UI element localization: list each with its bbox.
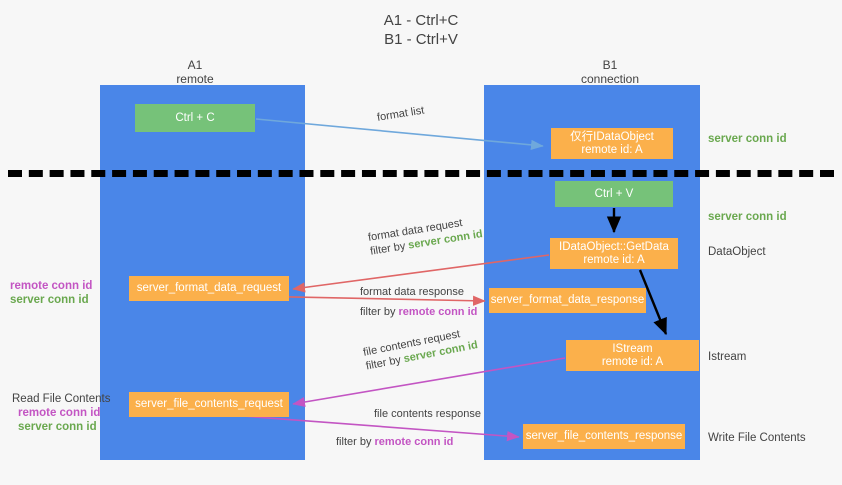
lane-a1-name: A1 (187, 58, 203, 72)
annotation-read-file-contents-group: Read File Contents remote conn id server… (12, 392, 110, 434)
node-idataobject-remote-id: remote id: A (581, 143, 643, 156)
node-server-format-data-response[interactable]: server_format_data_response (489, 288, 646, 313)
node-getdata-label: IDataObject::GetData (559, 240, 669, 253)
node-idataobject-label: 仅行IDataObject (570, 130, 654, 143)
caption-format-data-response-filter: filter by remote conn id (360, 305, 477, 319)
annotation-write-file-contents: Write File Contents (708, 432, 806, 444)
annotation-conn-ids-upper: remote conn id server conn id (10, 279, 92, 307)
node-server-file-contents-request[interactable]: server_file_contents_request (129, 392, 289, 417)
lane-header-b1: B1 connection (520, 58, 700, 86)
filter-prefix: filter by (360, 306, 399, 318)
filter-value-remote-conn-id: remote conn id (398, 306, 478, 318)
node-server-format-data-request[interactable]: server_format_data_request (129, 276, 289, 301)
caption-file-contents-response-text: file contents response (374, 408, 482, 420)
node-server-format-data-response-label: server_format_data_response (490, 294, 645, 306)
node-istream-remote-id: remote id: A (601, 355, 664, 368)
caption-format-list: format list (376, 104, 425, 125)
annotation-read-file-contents: Read File Contents (12, 393, 111, 405)
node-ctrl-v[interactable]: Ctrl + V (555, 181, 673, 207)
caption-file-contents-request: file contents request filter by server c… (362, 324, 479, 373)
node-server-format-data-request-label: server_format_data_request (136, 282, 282, 294)
annotation-server-conn-id: server conn id (18, 421, 97, 433)
caption-format-list-text: format list (376, 104, 426, 124)
annotation-istream: Istream (708, 351, 747, 363)
node-ctrl-v-label: Ctrl + V (594, 187, 634, 200)
node-ctrl-c[interactable]: Ctrl + C (135, 104, 255, 132)
page-title: A1 - Ctrl+C B1 - Ctrl+V (0, 11, 842, 49)
caption-format-data-request: format data request filter by server con… (367, 213, 484, 258)
annotation-server-conn-id-mid: server conn id (708, 211, 787, 223)
node-istream-label: IStream (612, 342, 653, 355)
caption-file-contents-response: file contents response filter by remote … (336, 407, 482, 449)
title-line-2: B1 - Ctrl+V (384, 31, 458, 48)
node-ctrl-c-label: Ctrl + C (175, 111, 215, 124)
node-istream[interactable]: IStream remote id: A (566, 340, 699, 371)
annotation-server-conn-id: server conn id (10, 294, 89, 306)
lane-header-a1: A1 remote (120, 58, 270, 86)
lane-a1-role: remote (176, 72, 214, 86)
node-idataobject-getdata[interactable]: IDataObject::GetData remote id: A (550, 238, 678, 269)
annotation-dataobject: DataObject (708, 246, 766, 258)
annotation-remote-conn-id: remote conn id (18, 407, 101, 419)
caption-file-contents-response-filter: filter by remote conn id (336, 435, 481, 449)
node-server-file-contents-response-label: server_file_contents_response (525, 430, 683, 442)
annotation-remote-conn-id: remote conn id (10, 280, 93, 292)
lane-b1-name: B1 (602, 58, 618, 72)
node-server-file-contents-response[interactable]: server_file_contents_response (523, 424, 685, 449)
annotation-server-conn-id-top: server conn id (708, 133, 787, 145)
title-line-1: A1 - Ctrl+C (383, 12, 459, 29)
node-server-file-contents-request-label: server_file_contents_request (135, 398, 283, 410)
lane-b1-role: connection (580, 72, 640, 86)
node-idataobject[interactable]: 仅行IDataObject remote id: A (551, 128, 673, 159)
node-getdata-remote-id: remote id: A (583, 253, 645, 266)
filter-prefix: filter by (336, 436, 375, 448)
caption-format-data-response-text: format data response (360, 286, 464, 298)
boundary-divider (8, 170, 834, 177)
caption-format-data-response: format data response filter by remote co… (360, 285, 477, 319)
filter-value-remote-conn-id: remote conn id (374, 436, 454, 448)
